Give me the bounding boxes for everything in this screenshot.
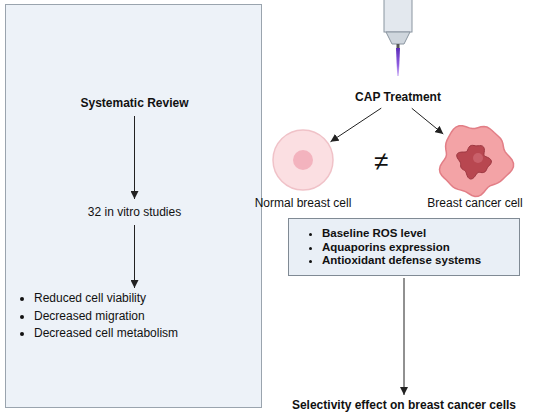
treatment-label: CAP Treatment — [333, 87, 463, 107]
bullet-item: Decreased migration — [34, 308, 257, 326]
flow-arrow — [412, 108, 444, 134]
node-text: Systematic Review — [80, 96, 188, 110]
bullet-list: Reduced cell viabilityDecreased migratio… — [12, 290, 257, 343]
flow-arrow — [404, 278, 405, 395]
step-text: Systematic Review — [51, 92, 218, 114]
normal-cell: Normal breast cell — [253, 128, 353, 214]
cell-nucleus — [457, 145, 492, 179]
node-text: 32 in vitro studies — [88, 205, 181, 219]
cancer-cell: Breast cancer cell — [420, 120, 530, 214]
node-text: CAP Treatment — [355, 90, 441, 104]
bullet-item: Antioxidant defense systems — [322, 254, 519, 268]
step-text: 32 in vitro studies — [51, 201, 218, 223]
bullet-item: Baseline ROS level — [322, 227, 519, 241]
cell-caption: Breast cancer cell — [420, 196, 530, 210]
cell-body — [273, 130, 333, 190]
factor-box: Baseline ROS levelAquaporins expressionA… — [288, 218, 520, 276]
cell-outline — [271, 128, 335, 192]
cell-body — [440, 126, 514, 197]
cell-caption: Normal breast cell — [253, 196, 353, 210]
review-panel: Systematic Review 32 in vitro studiesRedu… — [5, 4, 262, 408]
not-equal-sign: ≠ — [374, 146, 388, 176]
tumor-cell-outline — [435, 120, 515, 200]
bullet-item: Reduced cell viability — [34, 290, 257, 308]
cell-nucleus — [293, 150, 313, 170]
flow-arrow — [134, 116, 135, 199]
node-text: Selectivity effect on breast cancer cell… — [292, 398, 516, 412]
result-text: Selectivity effect on breast cancer cell… — [264, 397, 544, 413]
cell-nucleolus — [473, 153, 483, 163]
flow-arrow — [134, 225, 135, 288]
bullet-item: Aquaporins expression — [322, 241, 519, 255]
outcome-list: Reduced cell viabilityDecreased migratio… — [12, 290, 257, 348]
flow-arrow — [331, 108, 382, 142]
bullet-item: Decreased cell metabolism — [34, 325, 257, 343]
bullet-list: Baseline ROS levelAquaporins expressionA… — [289, 219, 519, 268]
